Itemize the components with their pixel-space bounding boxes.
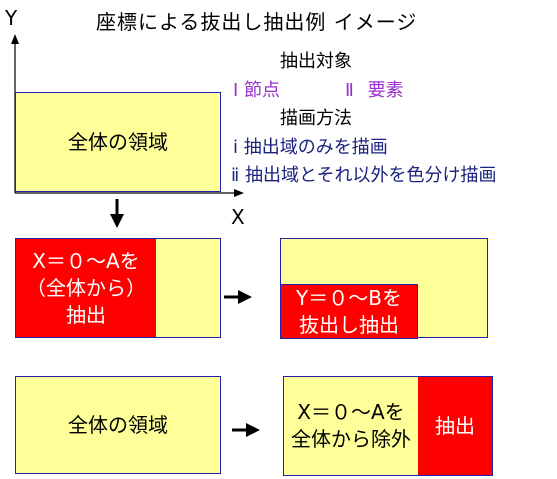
extracted-area: 抽出 [418, 377, 492, 475]
legend-target-item-2-text: 要素 [367, 80, 404, 101]
y-extract-area: Y＝０～Bを 抜出し抽出 [280, 284, 418, 339]
extracted-label: 抽出 [435, 413, 475, 438]
legend-method-item-2-text: 抽出域とそれ以外を色分け描画 [244, 165, 497, 186]
whole-region-bottom-box: 全体の領域 [15, 376, 221, 474]
legend-method-item-1-numeral: ⅰ [233, 137, 239, 158]
y-axis-label: Y [5, 6, 18, 30]
x-extract-area: X＝０～Aを （全体から） 抽出 [16, 239, 156, 337]
exclude-label: X＝０～Aを 全体から除外 [291, 400, 411, 451]
legend-target-item-2: Ⅱ 要素 [345, 76, 404, 102]
legend-target-item-1-text: 節点 [244, 80, 281, 101]
y-axis-arrowhead [11, 34, 19, 44]
x-axis-label: X [231, 205, 245, 229]
whole-region-top-label: 全体の領域 [68, 129, 168, 154]
legend-target-item-1-numeral: Ⅰ [233, 80, 239, 101]
x-extract-label: X＝０～Aを （全体から） 抽出 [26, 248, 146, 327]
diagram-title: 座標による抜出し抽出例 イメージ [96, 10, 418, 34]
whole-region-bottom-label: 全体の領域 [68, 412, 168, 437]
legend-target-item-1: Ⅰ 節点 [233, 76, 280, 102]
legend-target-heading: 抽出対象 [280, 51, 352, 72]
exclude-region-box: X＝０～Aを 全体から除外 抽出 [283, 376, 493, 476]
whole-region-top-box: 全体の領域 [15, 92, 221, 192]
legend-method-item-2: ⅱ 抽出域とそれ以外を色分け描画 [231, 161, 496, 187]
right-arrow-bottom-head [246, 423, 260, 437]
x-extract-region-box: X＝０～Aを （全体から） 抽出 [15, 238, 221, 338]
legend-method-heading: 描画方法 [280, 108, 352, 129]
x-axis-arrowhead [234, 189, 244, 197]
legend-method-item-1-text: 抽出域のみを描画 [243, 137, 388, 158]
legend-method-item-1: ⅰ 抽出域のみを描画 [233, 133, 388, 159]
y-extract-label: Y＝０～Bを 抜出し抽出 [296, 285, 402, 337]
exclude-area: X＝０～Aを 全体から除外 [284, 377, 418, 475]
legend-target-item-2-numeral: Ⅱ [345, 80, 354, 101]
right-arrow-top-head [238, 290, 252, 304]
legend-method-item-2-numeral: ⅱ [231, 165, 240, 186]
down-arrow-head [110, 214, 124, 228]
